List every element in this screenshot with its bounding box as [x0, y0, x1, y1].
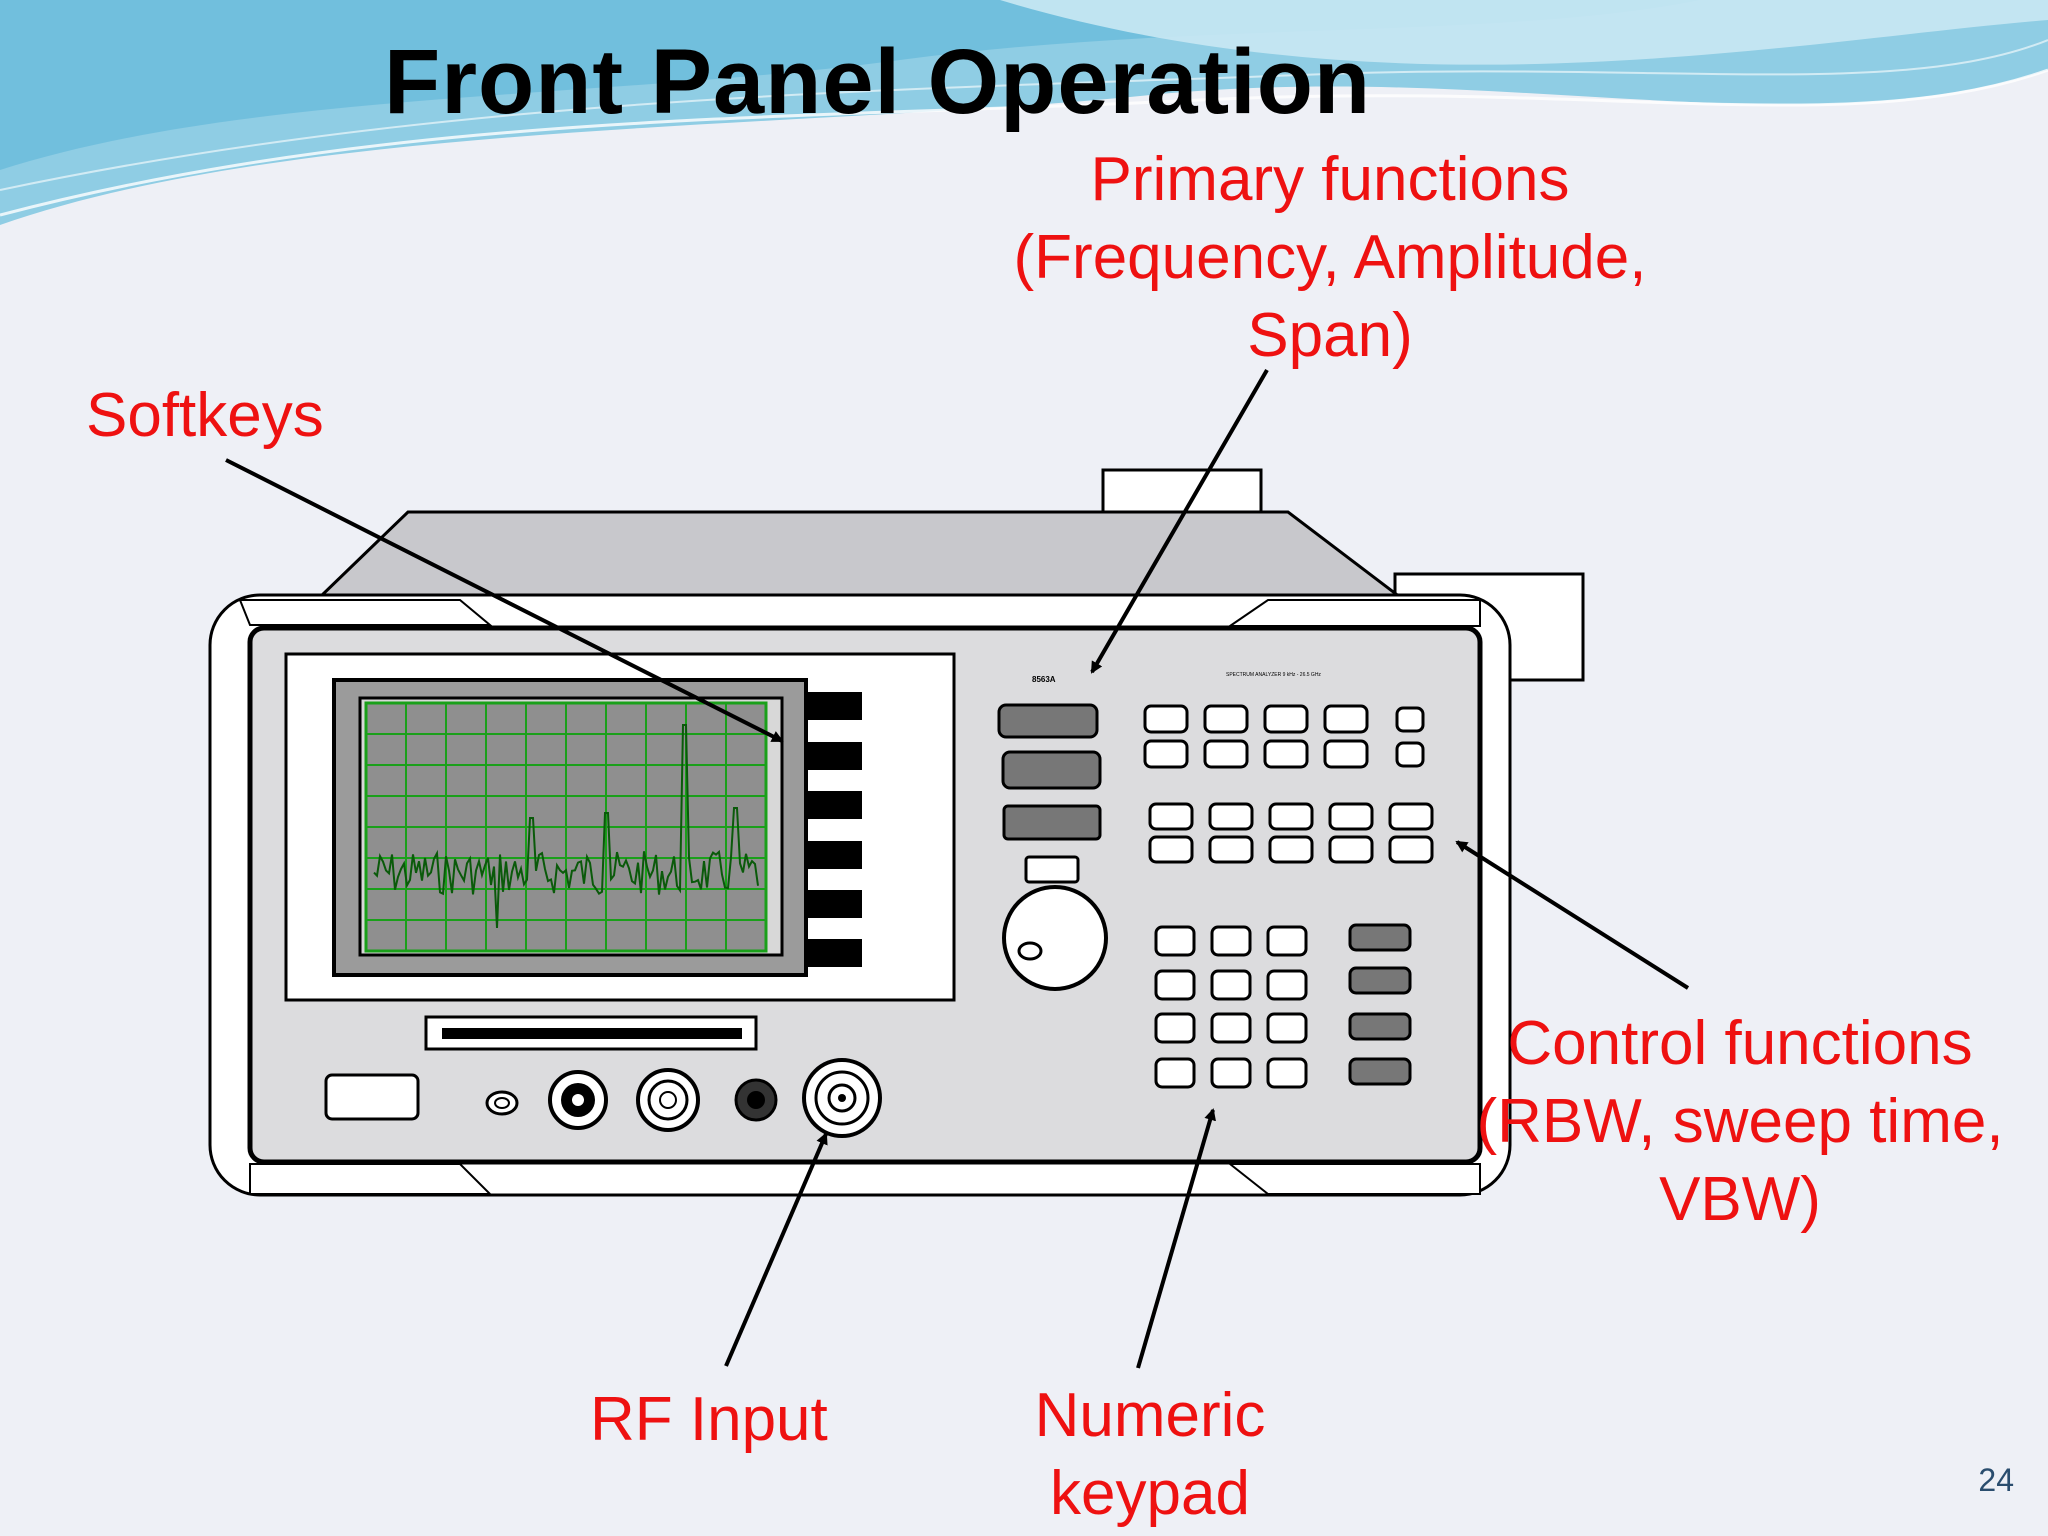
callout-softkeys: Softkeys — [86, 377, 324, 455]
callout-numeric-line1: Numeric — [1034, 1381, 1266, 1450]
numeric-key[interactable] — [1266, 1057, 1308, 1089]
control-key[interactable] — [1203, 739, 1249, 769]
control-key[interactable] — [1208, 802, 1254, 831]
control-key[interactable] — [1148, 802, 1194, 831]
callout-primary-functions: Primary functions (Frequency, Amplitude,… — [1000, 141, 1660, 375]
arrow-softkeys — [225, 458, 784, 743]
right-bumper-bottom — [1227, 1163, 1481, 1195]
numeric-key[interactable] — [1154, 925, 1196, 957]
slide-title: Front Panel Operation — [384, 31, 1372, 133]
rf-input-connector[interactable] — [802, 1058, 882, 1138]
disk-slot[interactable] — [442, 1028, 742, 1039]
softkey-2[interactable] — [804, 742, 862, 770]
numeric-key[interactable] — [1154, 969, 1196, 1001]
control-key-small[interactable] — [1395, 741, 1425, 768]
keypad-side-keys — [1348, 923, 1412, 1086]
header-label: SPECTRUM ANALYZER 9 kHz - 26.5 GHz — [1226, 672, 1321, 678]
callout-primary-line1: Primary functions — [1090, 145, 1570, 214]
connector-bnc-2[interactable] — [636, 1068, 700, 1132]
arrows — [225, 368, 1690, 1369]
keypad-function-key[interactable] — [1348, 1057, 1412, 1086]
arrow-numeric — [1136, 1108, 1216, 1369]
control-key[interactable] — [1268, 835, 1314, 864]
control-key[interactable] — [1323, 739, 1369, 769]
numeric-key[interactable] — [1266, 925, 1308, 957]
spectrum-trace — [373, 724, 759, 929]
numeric-key[interactable] — [1210, 969, 1252, 1001]
numeric-key[interactable] — [1154, 1057, 1196, 1089]
cabinet-top — [316, 510, 1405, 599]
control-key[interactable] — [1203, 704, 1249, 734]
span-key[interactable] — [1002, 804, 1102, 841]
softkey-6[interactable] — [804, 939, 862, 967]
numeric-key[interactable] — [1210, 1012, 1252, 1044]
top-handle — [1101, 468, 1263, 516]
softkey-1[interactable] — [804, 692, 862, 720]
control-key[interactable] — [1143, 704, 1189, 734]
connector-bnc-1[interactable] — [548, 1070, 608, 1130]
softkey-3[interactable] — [804, 791, 862, 819]
power-button[interactable] — [324, 1073, 420, 1121]
callout-numeric-keypad: Numeric keypad — [1010, 1377, 1290, 1533]
callout-numeric-line2: keypad — [1050, 1459, 1250, 1528]
left-bumper-top — [238, 599, 493, 626]
control-function-keys — [1143, 704, 1434, 864]
control-key[interactable] — [1328, 835, 1374, 864]
page-number: 24 — [1978, 1462, 2014, 1498]
callout-rf-input-line1: RF Input — [590, 1385, 828, 1454]
arrow-primary — [1090, 368, 1269, 674]
softkey-4[interactable] — [804, 841, 862, 869]
callout-control-functions: Control functions (RBW, sweep time, VBW) — [1450, 1005, 2030, 1239]
connector-probe[interactable] — [734, 1078, 778, 1122]
callout-control-line3: VBW) — [1659, 1165, 1821, 1234]
control-key[interactable] — [1263, 704, 1309, 734]
right-bumper-top — [1226, 599, 1481, 627]
header-waves — [0, 0, 2048, 225]
left-bumper-bottom — [249, 1163, 493, 1195]
control-key-small[interactable] — [1395, 706, 1425, 733]
control-key[interactable] — [1263, 739, 1309, 769]
numeric-key[interactable] — [1210, 925, 1252, 957]
amplitude-key[interactable] — [1001, 750, 1102, 790]
rotary-knob[interactable] — [1002, 885, 1108, 991]
control-key[interactable] — [1148, 835, 1194, 864]
numeric-key[interactable] — [1266, 1012, 1308, 1044]
control-key[interactable] — [1208, 835, 1254, 864]
callout-primary-line2: (Frequency, Amplitude, — [1013, 223, 1647, 292]
control-key[interactable] — [1388, 835, 1434, 864]
numeric-key[interactable] — [1210, 1057, 1252, 1089]
callout-rf-input: RF Input — [590, 1381, 828, 1459]
control-key[interactable] — [1268, 802, 1314, 831]
numeric-keypad — [1154, 925, 1308, 1089]
model-label: 8563A — [1032, 675, 1056, 684]
frequency-key[interactable] — [997, 703, 1099, 739]
connector-small[interactable] — [485, 1090, 519, 1116]
callout-control-line1: Control functions — [1507, 1009, 1973, 1078]
keypad-function-key[interactable] — [1348, 966, 1412, 995]
numeric-key[interactable] — [1266, 969, 1308, 1001]
callout-primary-line3: Span) — [1247, 301, 1413, 370]
callout-softkeys-line1: Softkeys — [86, 381, 324, 450]
arrow-rf-input — [724, 1132, 828, 1367]
numeric-key[interactable] — [1154, 1012, 1196, 1044]
callout-control-line2: (RBW, sweep time, — [1476, 1087, 2004, 1156]
softkey-5[interactable] — [804, 890, 862, 918]
control-key[interactable] — [1388, 802, 1434, 831]
control-key[interactable] — [1143, 739, 1189, 769]
screen-grid — [366, 703, 766, 951]
control-key[interactable] — [1323, 704, 1369, 734]
softkey-column — [804, 692, 862, 967]
primary-function-keys — [997, 703, 1102, 884]
small-key[interactable] — [1024, 855, 1080, 884]
keypad-function-key[interactable] — [1348, 923, 1412, 952]
control-key[interactable] — [1328, 802, 1374, 831]
keypad-function-key[interactable] — [1348, 1012, 1412, 1041]
connector-row — [485, 1058, 882, 1138]
arrow-control — [1455, 840, 1690, 990]
